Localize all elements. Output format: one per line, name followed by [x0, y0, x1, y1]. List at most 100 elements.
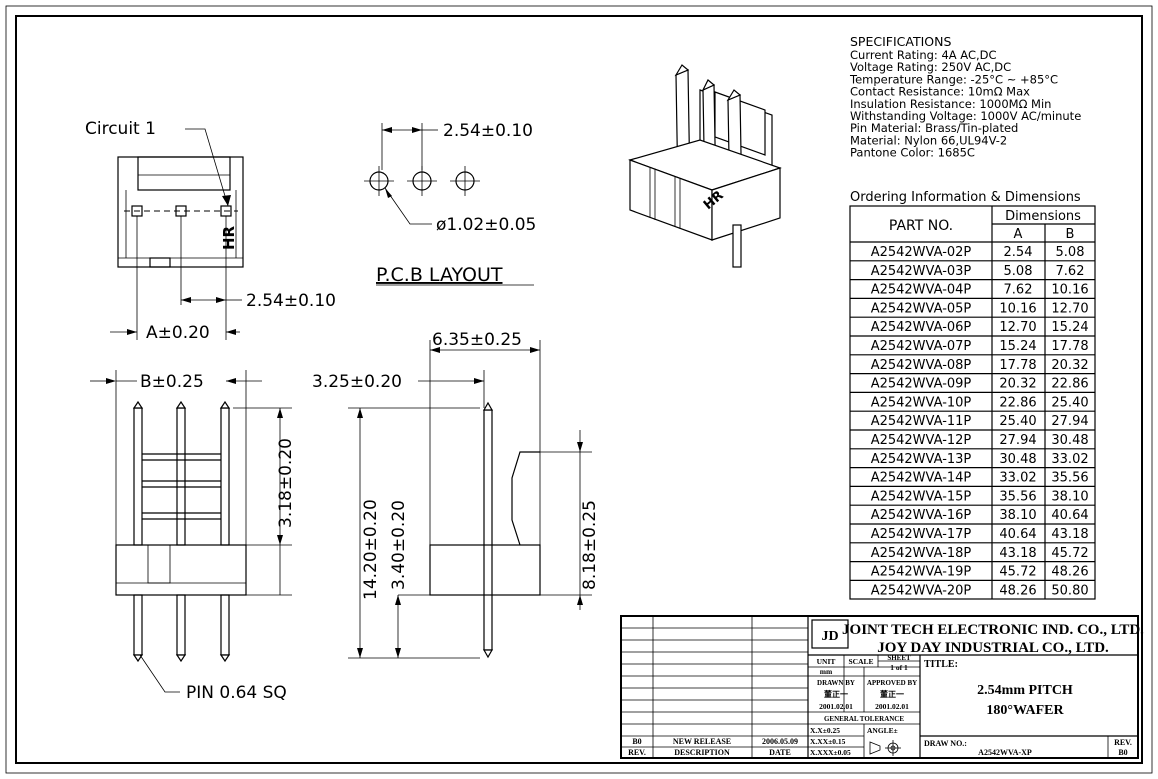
col-date: DATE [769, 748, 791, 757]
dim-b-cell: 45.72 [1051, 546, 1088, 561]
header-part-no: PART NO. [889, 218, 953, 234]
dim-a-cell: 38.10 [999, 508, 1036, 523]
drawn-name: 董正一 [824, 689, 848, 699]
dim-a-cell: 7.62 [1004, 283, 1033, 298]
scale-label: SCALE [848, 657, 873, 666]
dim-a-cell: 27.94 [999, 433, 1036, 448]
dim-b-cell: 38.10 [1051, 489, 1088, 504]
dim-a-cell: 20.32 [999, 377, 1036, 392]
part-no-cell: A2542WVA-14P [871, 471, 972, 486]
dim-a-cell: 45.72 [999, 565, 1036, 580]
drawn-date: 2001.02.01 [819, 702, 853, 711]
part-no-cell: A2542WVA-11P [871, 414, 972, 429]
pcb-layout-title: P.C.B LAYOUT [376, 264, 503, 286]
dim-a: A±0.20 [146, 323, 210, 343]
dim-b-cell: 12.70 [1051, 301, 1088, 316]
part-no-cell: A2542WVA-05P [871, 301, 972, 316]
approved-date: 2001.02.01 [875, 702, 909, 711]
header-dimensions: Dimensions [1005, 209, 1081, 224]
part-no-cell: A2542WVA-07P [871, 339, 972, 354]
dim-a-cell: 40.64 [999, 527, 1036, 542]
dim-b-cell: 35.56 [1051, 471, 1088, 486]
pitch-dim-top: 2.54±0.10 [443, 121, 533, 141]
dim-a-cell: 35.56 [999, 489, 1036, 504]
company-logo [811, 619, 849, 649]
side-view: 6.35±0.25 3.25±0.20 14.20±0.20 3.40±0.20 [312, 330, 600, 659]
part-no-cell: A2542WVA-16P [871, 508, 972, 523]
dim-b-cell: 30.48 [1051, 433, 1088, 448]
title-line-1: 2.54mm PITCH [977, 683, 1073, 698]
title-label: TITLE: [924, 659, 958, 670]
dim-b-cell: 25.40 [1051, 395, 1088, 410]
logo-mark: JD [821, 629, 838, 644]
dim-14-20: 14.20±0.20 [361, 499, 381, 600]
unit-value: mm [820, 667, 833, 676]
angle-label: ANGLE± [867, 726, 898, 735]
spec-line: Temperature Range: -25°C ~ +85°C [849, 72, 1058, 86]
dim-3-40: 3.40±0.20 [389, 500, 409, 590]
dim-3-25: 3.25±0.20 [312, 372, 402, 392]
approved-by-label: APPROVED BY [867, 679, 917, 687]
dim-a-cell: 22.86 [999, 395, 1036, 410]
part-no-cell: A2542WVA-19P [871, 565, 972, 580]
dim-b-cell: 40.64 [1051, 508, 1088, 523]
part-no-cell: A2542WVA-03P [871, 264, 972, 279]
dim-a-cell: 12.70 [999, 320, 1036, 335]
dim-b-cell: 43.18 [1051, 527, 1088, 542]
part-no-cell: A2542WVA-18P [871, 546, 972, 561]
part-no-cell: A2542WVA-08P [871, 358, 972, 373]
outer-border [5, 5, 1153, 774]
company-name-1: JOINT TECH ELECTRONIC IND. CO., LTD. [842, 622, 1144, 638]
dim-b-cell: 33.02 [1051, 452, 1088, 467]
dim-a-cell: 5.08 [1004, 264, 1033, 279]
dim-a-cell: 15.24 [999, 339, 1036, 354]
dim-a-cell: 2.54 [1004, 245, 1033, 260]
dim-a-cell: 17.78 [999, 358, 1036, 373]
part-no-cell: A2542WVA-20P [871, 583, 972, 598]
part-no-cell: A2542WVA-06P [871, 320, 972, 335]
dim-6-35: 6.35±0.25 [432, 330, 522, 350]
dim-3-18: 3.18±0.20 [276, 438, 296, 528]
dim-a-cell: 30.48 [999, 452, 1036, 467]
hr-mark: HR [220, 225, 238, 250]
dim-a-cell: 33.02 [999, 471, 1036, 486]
front-view: B±0.25 PIN 0.64 SQ [90, 370, 296, 703]
part-no-cell: A2542WVA-09P [871, 377, 972, 392]
general-tolerance: GENERAL TOLERANCE [824, 715, 904, 723]
rev-row-desc: NEW RELEASE [673, 737, 731, 746]
col-desc: DESCRIPTION [674, 748, 730, 757]
dim-b-cell: 20.32 [1051, 358, 1088, 373]
rev-row-rev: B0 [632, 737, 641, 746]
spec-line: Insulation Resistance: 1000MΩ Min [850, 97, 1051, 111]
dim-b-cell: 22.86 [1051, 377, 1088, 392]
dim-a-cell: 25.40 [999, 414, 1036, 429]
rev-row-date: 2006.05.09 [762, 737, 798, 746]
rev-value: B0 [1118, 748, 1127, 757]
spec-line: Withstanding Voltage: 1000V AC/minute [850, 109, 1081, 123]
dim-b-cell: 27.94 [1051, 414, 1088, 429]
dim-a-cell: 43.18 [999, 546, 1036, 561]
dim-b-cell: 5.08 [1056, 245, 1085, 260]
spec-line: Current Rating: 4A AC,DC [850, 48, 997, 62]
part-no-cell: A2542WVA-10P [871, 395, 972, 410]
specifications: SPECIFICATIONS Current Rating: 4A AC,DCV… [849, 34, 1081, 160]
part-no-cell: A2542WVA-15P [871, 489, 972, 504]
part-no-cell: A2542WVA-17P [871, 527, 972, 542]
sheet-value: 1 of 1 [890, 663, 908, 672]
tol-2: X.XX±0.15 [810, 737, 846, 746]
col-rev: REV. [628, 748, 646, 757]
hole-dia: ø1.02±0.05 [436, 215, 536, 235]
dim-b-cell: 50.80 [1051, 583, 1088, 598]
dim-b: B±0.25 [140, 372, 204, 392]
header-a: A [1014, 227, 1023, 242]
specs-title: SPECIFICATIONS [850, 34, 951, 49]
dim-b-cell: 10.16 [1051, 283, 1088, 298]
title-block: B0 NEW RELEASE 2006.05.09 REV. DESCRIPTI… [620, 615, 1144, 759]
part-no-cell: A2542WVA-12P [871, 433, 972, 448]
pin-label: PIN 0.64 SQ [186, 683, 287, 703]
spec-line: Voltage Rating: 250V AC,DC [850, 60, 1011, 74]
dim-b-cell: 15.24 [1051, 320, 1088, 335]
dim-b-cell: 7.62 [1056, 264, 1085, 279]
